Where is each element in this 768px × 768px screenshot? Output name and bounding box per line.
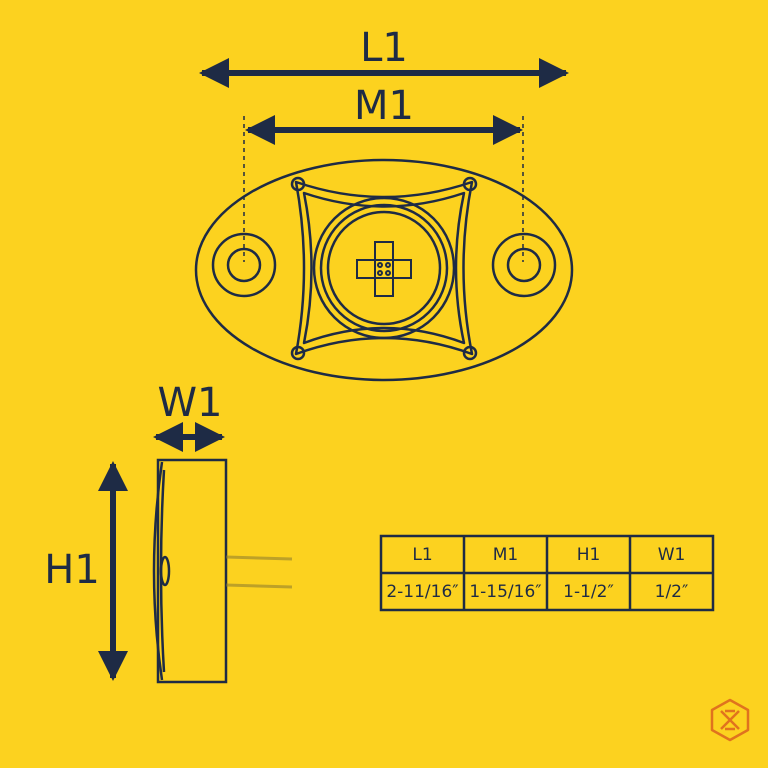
hexagon-x-logo-icon <box>710 698 750 742</box>
mount-hole-left <box>211 232 277 298</box>
l1-dimension: L1 <box>199 25 569 88</box>
table-value-l1: 2-11/16″ <box>386 582 458 602</box>
table-value-w1: 1/2″ <box>655 582 689 602</box>
side-body <box>156 458 228 684</box>
lens <box>312 196 456 340</box>
oval-base <box>194 158 574 382</box>
table-header-h1: H1 <box>577 545 601 565</box>
light-side-view <box>152 458 228 684</box>
wire-leads <box>225 555 293 589</box>
w1-label: W1 <box>158 380 223 426</box>
mount-hole-right <box>491 232 557 298</box>
m1-dimension: M1 <box>243 83 524 262</box>
m1-label: M1 <box>354 83 414 129</box>
h1-dimension: H1 <box>44 461 128 681</box>
table-header-w1: W1 <box>658 545 686 565</box>
h1-label: H1 <box>44 547 100 593</box>
dimension-table: L1 M1 H1 W1 2-11/16″ 1-15/16″ 1-1/2″ 1/2… <box>379 534 715 612</box>
led-cluster <box>356 241 412 297</box>
side-led <box>159 555 171 587</box>
w1-dimension: W1 <box>153 380 225 452</box>
table-value-h1: 1-1/2″ <box>563 582 614 602</box>
table-header-m1: M1 <box>493 545 518 565</box>
side-lens-outer <box>152 461 164 681</box>
table-header-l1: L1 <box>412 545 432 565</box>
table-value-m1: 1-15/16″ <box>469 582 541 602</box>
light-top-view <box>194 158 574 382</box>
l1-label: L1 <box>360 25 408 71</box>
